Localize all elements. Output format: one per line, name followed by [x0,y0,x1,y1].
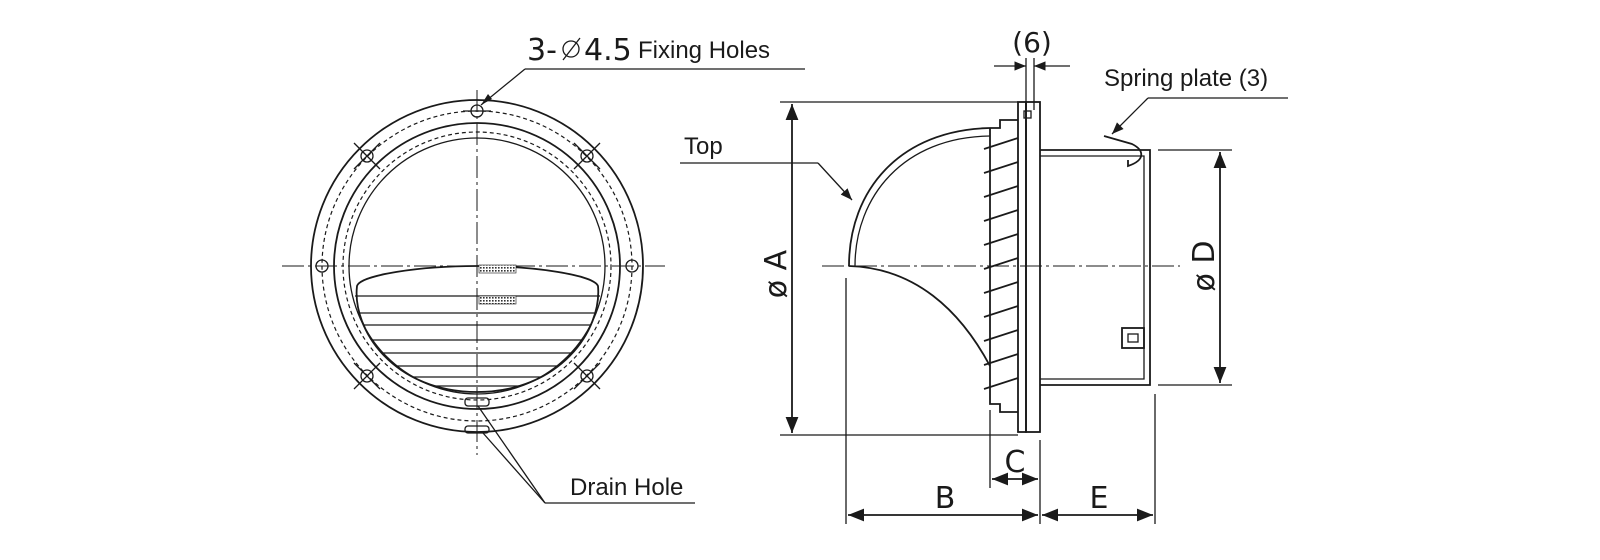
dim-b-label: B [935,481,956,516]
hood-base [989,128,1018,413]
flange-plate-front [1025,101,1041,433]
fixing-hole-upper-left [353,142,381,170]
top-label: Top [684,133,723,160]
hood-outer-curve [848,127,991,267]
spring-plate-tab [1121,327,1145,349]
drain-hole-leader-1 [477,405,546,504]
hood-outer-curve-inner [854,135,991,267]
side-view: Top Spring plate (3) (6) ø A ø D B C [680,26,1288,524]
hood-lower-curve [848,265,991,367]
fixing-holes-leader-tip [481,94,492,105]
drain-hole-leader-2 [482,432,546,504]
front-view: 3- 4.5 Fixing Holes Drain Hole [282,33,805,504]
fixing-hole-upper-right [573,142,601,170]
dim-e-label: E [1090,481,1109,516]
diameter-symbol [562,37,581,61]
flange-plate [1017,101,1027,433]
spring-plate-clip [1103,135,1143,168]
dim-c-label: C [1005,445,1026,480]
fixing-hole-lower-left [353,362,381,390]
drain-hole-inner [464,397,490,407]
spring-plate-leader [1111,97,1149,135]
fixing-hole-lower-right [573,362,601,390]
spring-plate-tab-hole [1127,333,1139,343]
mesh-patch-upper [478,264,517,274]
dim-d-label: ø D [1187,241,1222,292]
mesh-patch-lower [478,295,517,305]
flange-tab-top [1023,110,1032,119]
fixing-hole-right [625,259,639,273]
fixing-holes-text: Fixing Holes [638,37,770,64]
top-leader [817,162,853,201]
hood-top-edge [990,119,1018,129]
dim-6-label: (6) [1012,26,1052,59]
dim-a-label: ø A [759,249,794,298]
fixing-holes-count: 3- [527,33,557,68]
duct-spigot-inner [1040,155,1145,380]
drain-hole-outer [464,425,490,434]
spring-plate-label: Spring plate (3) [1104,65,1268,92]
duct-spigot [1040,149,1151,386]
fixing-hole-top [463,104,491,118]
drain-hole-label: Drain Hole [570,474,683,501]
louvre-fins [983,137,1019,390]
fixing-holes-diameter: 4.5 [584,33,632,68]
fixing-hole-left [315,259,329,273]
